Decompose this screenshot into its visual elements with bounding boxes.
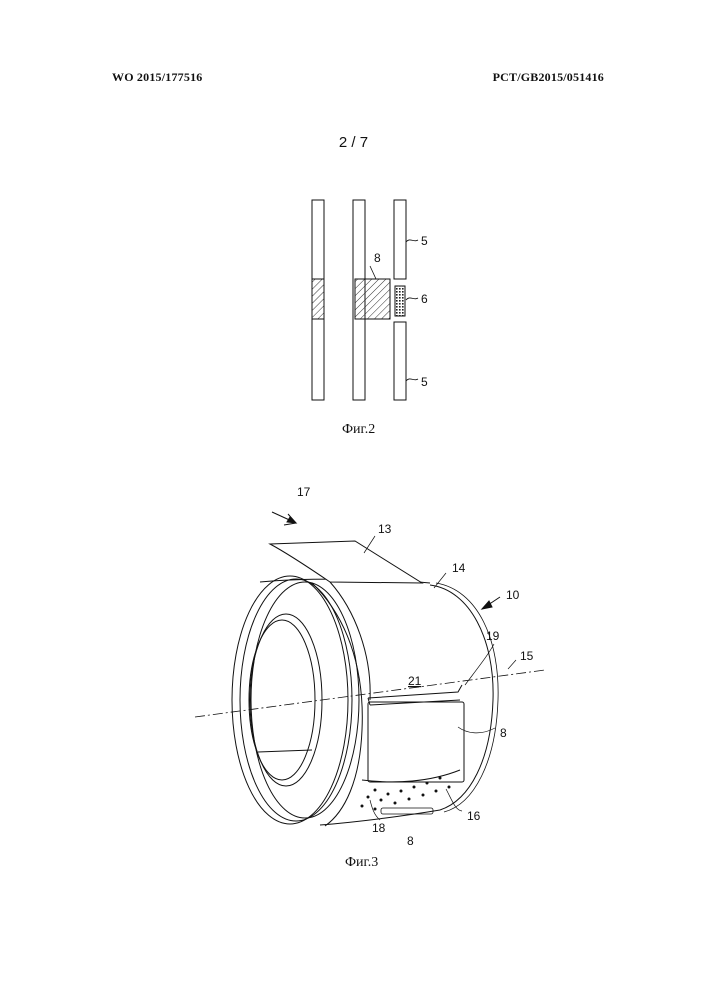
label-19: 19 bbox=[486, 629, 500, 643]
label-14: 14 bbox=[452, 561, 466, 575]
label-17: 17 bbox=[297, 485, 311, 499]
tape-leader-13 bbox=[270, 541, 422, 583]
window-8 bbox=[368, 702, 464, 782]
label-5-bottom: 5 bbox=[421, 375, 428, 389]
label-8-bottom: 8 bbox=[407, 834, 414, 848]
patch-8 bbox=[355, 279, 390, 319]
label-13: 13 bbox=[378, 522, 392, 536]
label-8: 8 bbox=[374, 251, 381, 265]
figure-3 bbox=[195, 512, 545, 826]
label-18: 18 bbox=[372, 821, 386, 835]
slot-8-bottom bbox=[381, 808, 433, 814]
label-5-top: 5 bbox=[421, 234, 428, 248]
figure-2-caption: Фиг.2 bbox=[342, 422, 375, 438]
label-15: 15 bbox=[520, 649, 534, 663]
label-6: 6 bbox=[421, 292, 428, 306]
strip-c-bottom bbox=[394, 322, 406, 400]
component-6 bbox=[395, 286, 405, 316]
label-10: 10 bbox=[506, 588, 520, 602]
label-8-side: 8 bbox=[500, 726, 507, 740]
strip-a-hatched-region bbox=[312, 279, 324, 319]
label-21: 21 bbox=[408, 674, 422, 688]
strip-c-top bbox=[394, 200, 406, 279]
figure-3-caption: Фиг.3 bbox=[345, 855, 378, 871]
figure-2: 8 5 6 5 bbox=[312, 200, 428, 400]
label-16: 16 bbox=[467, 809, 481, 823]
